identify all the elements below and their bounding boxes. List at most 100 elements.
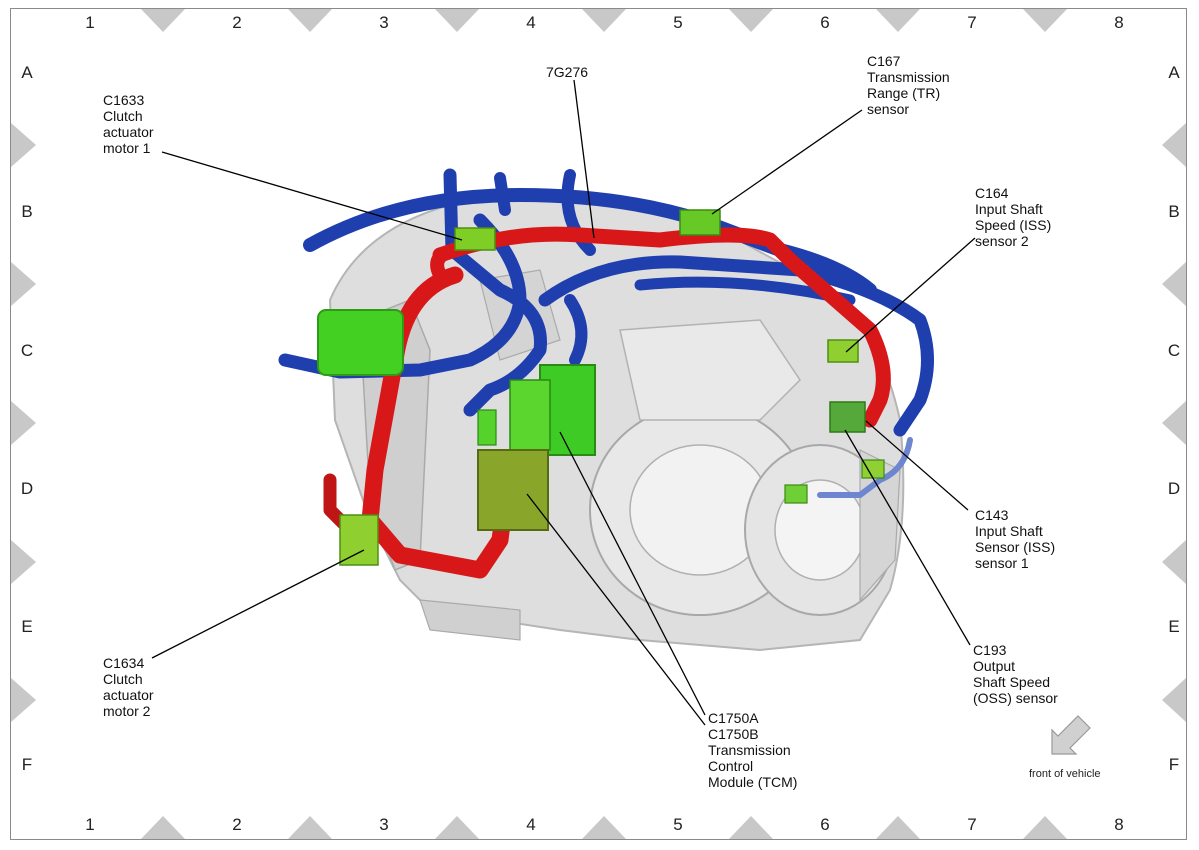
callout-c164: C164 Input Shaft Speed (ISS) sensor 2 [975, 185, 1051, 249]
column-labels-top: 1 2 3 4 5 6 7 8 [85, 13, 1123, 32]
svg-text:(OSS) sensor: (OSS) sensor [973, 690, 1058, 706]
row-label: A [21, 63, 33, 82]
svg-text:Speed (ISS): Speed (ISS) [975, 217, 1051, 233]
svg-text:C1634: C1634 [103, 655, 144, 671]
col-label: 3 [379, 13, 388, 32]
border-marker [11, 262, 36, 306]
front-of-vehicle-label: front of vehicle [1029, 768, 1101, 780]
row-label: E [21, 617, 32, 636]
border-marker [582, 9, 626, 32]
col-label: 1 [85, 815, 94, 834]
col-label: 4 [526, 815, 535, 834]
svg-text:C164: C164 [975, 185, 1009, 201]
border-marker [288, 9, 332, 32]
callout-c1633: C1633 Clutch actuator motor 1 [103, 92, 154, 156]
col-label: 2 [232, 13, 241, 32]
svg-text:Shaft Speed: Shaft Speed [973, 674, 1050, 690]
col-label: 5 [673, 13, 682, 32]
column-labels-bottom: 1 2 3 4 5 6 7 8 [85, 815, 1123, 834]
row-label: B [1168, 202, 1179, 221]
col-label: 2 [232, 815, 241, 834]
svg-text:C1750B: C1750B [708, 726, 759, 742]
svg-text:actuator: actuator [103, 124, 154, 140]
row-label: C [21, 341, 33, 360]
row-label: B [21, 202, 32, 221]
col-label: 7 [967, 815, 976, 834]
border-marker [1162, 123, 1186, 167]
svg-text:Clutch: Clutch [103, 671, 143, 687]
border-marker [1023, 816, 1067, 839]
border-marker [876, 816, 920, 839]
border-marker [1162, 262, 1186, 306]
callout-c1634: C1634 Clutch actuator motor 2 [103, 655, 154, 719]
blue-harness [278, 168, 934, 498]
border-marker [11, 678, 36, 722]
border-marker [435, 816, 479, 839]
border-marker [876, 9, 920, 32]
svg-text:Range (TR): Range (TR) [867, 85, 940, 101]
row-label: F [1169, 755, 1179, 774]
svg-text:sensor 1: sensor 1 [975, 555, 1029, 571]
border-marker [729, 9, 773, 32]
svg-text:sensor 2: sensor 2 [975, 233, 1029, 249]
border-marker [11, 540, 36, 584]
svg-text:C143: C143 [975, 507, 1009, 523]
callout-7g276: 7G276 [546, 64, 588, 80]
row-label: D [1168, 479, 1180, 498]
svg-text:Transmission: Transmission [708, 742, 791, 758]
svg-text:sensor: sensor [867, 101, 909, 117]
svg-text:7G276: 7G276 [546, 64, 588, 80]
connector-c1633 [454, 227, 496, 251]
col-label: 1 [85, 13, 94, 32]
svg-text:Input Shaft: Input Shaft [975, 523, 1043, 539]
row-label: E [1168, 617, 1179, 636]
row-labels-left: A B C D E F [21, 63, 33, 774]
connectors [317, 209, 885, 566]
svg-text:C193: C193 [973, 642, 1007, 658]
row-label: F [22, 755, 32, 774]
row-label: C [1168, 341, 1180, 360]
border-marker [582, 816, 626, 839]
border-marker [141, 816, 185, 839]
border-marker [1162, 540, 1186, 584]
border-marker [729, 816, 773, 839]
callout-c193: C193 Output Shaft Speed (OSS) sensor [973, 642, 1058, 706]
svg-text:Transmission: Transmission [867, 69, 950, 85]
svg-text:C1750A: C1750A [708, 710, 759, 726]
connector-c1750b [477, 449, 549, 531]
callout-c143: C143 Input Shaft Sensor (ISS) sensor 1 [975, 507, 1055, 571]
row-label: D [21, 479, 33, 498]
svg-text:Sensor (ISS): Sensor (ISS) [975, 539, 1055, 555]
col-label: 6 [820, 815, 829, 834]
col-label: 8 [1114, 13, 1123, 32]
connector-c143 [829, 401, 866, 433]
callout-c167: C167 Transmission Range (TR) sensor [867, 53, 950, 117]
connector-c164 [827, 339, 859, 363]
border-marker [1023, 9, 1067, 32]
connector-left [317, 309, 404, 376]
svg-text:Clutch: Clutch [103, 108, 143, 124]
col-label: 4 [526, 13, 535, 32]
svg-text:Module (TCM): Module (TCM) [708, 774, 797, 790]
row-label: A [1168, 63, 1180, 82]
col-label: 3 [379, 815, 388, 834]
svg-text:motor 2: motor 2 [103, 703, 151, 719]
leader-lines [151, 79, 976, 726]
col-label: 6 [820, 13, 829, 32]
front-of-vehicle-arrow-icon [1051, 715, 1091, 755]
col-label: 5 [673, 815, 682, 834]
border-marker [11, 401, 36, 445]
border-marker [11, 123, 36, 167]
svg-text:Output: Output [973, 658, 1015, 674]
svg-text:actuator: actuator [103, 687, 154, 703]
row-labels-right: A B C D E F [1168, 63, 1180, 774]
border-marker [141, 9, 185, 32]
svg-text:C1633: C1633 [103, 92, 144, 108]
connector-c167 [679, 209, 721, 236]
connector-c1634 [339, 514, 379, 566]
svg-text:Control: Control [708, 758, 753, 774]
border-marker [435, 9, 479, 32]
border-marker [1162, 401, 1186, 445]
col-label: 7 [967, 13, 976, 32]
